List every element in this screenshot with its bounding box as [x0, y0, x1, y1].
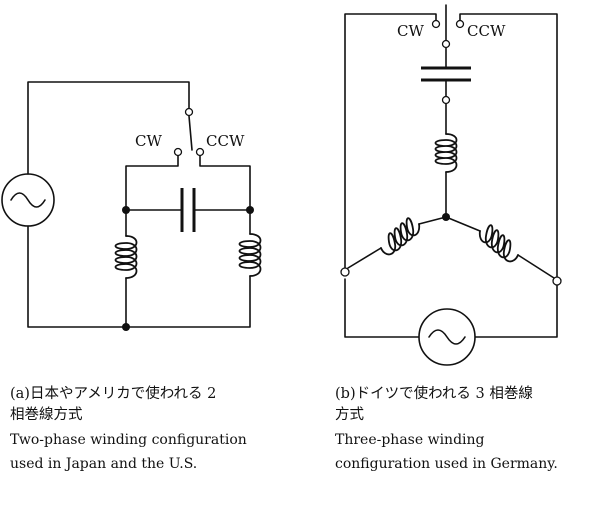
caption-a-jp-line2: 相巻線方式 [10, 407, 83, 424]
caption-a-en-line2: used in Japan and the U.S. [10, 456, 198, 473]
cw-label: CW [135, 132, 162, 150]
two-phase-circuit: CW CCW [1, 81, 262, 331]
winding-coil-left-icon [114, 235, 138, 279]
wire-outer-right [459, 13, 558, 278]
ccw-label: CCW [467, 22, 506, 40]
ac-source-icon [1, 173, 55, 227]
caption-b-en-line2: configuration used in Germany. [335, 456, 558, 473]
wire-ccw-branch [199, 155, 251, 211]
winding-coil-right-icon [238, 233, 262, 277]
caption-b: (b)ドイツで使われる 3 相巻線 方式 Three-phase winding… [335, 384, 597, 475]
wire-source-bottom [27, 225, 127, 328]
ac-source-icon [418, 308, 476, 366]
winding-coil-right-icon [478, 224, 519, 263]
capacitor-icon [180, 188, 196, 232]
winding-coil-left-icon [380, 217, 421, 256]
three-phase-circuit: CW CCW [340, 4, 562, 366]
caption-b-jp-line2: 方式 [335, 407, 364, 424]
caption-a: (a)日本やアメリカで使われる 2 相巻線方式 Two-phase windin… [10, 384, 300, 475]
winding-coil-top-icon [434, 133, 458, 173]
wire-source-top [27, 81, 190, 175]
switch-icon [173, 107, 205, 157]
ccw-label: CCW [206, 132, 245, 150]
caption-a-jp-line1: (a)日本やアメリカで使われる 2 [10, 386, 217, 402]
wire-source-right [474, 284, 558, 338]
wire-cw-branch [125, 155, 179, 211]
caption-b-en-line1: Three-phase winding [335, 432, 485, 449]
wire-source-left [344, 278, 420, 338]
cw-label: CW [397, 22, 424, 40]
junction-dot [122, 323, 130, 331]
caption-b-jp-line1: (b)ドイツで使われる 3 相巻線 [335, 386, 533, 402]
switch-icon [431, 4, 465, 49]
caption-a-en-line1: Two-phase winding configuration [10, 432, 247, 449]
capacitor-icon [421, 66, 471, 82]
wire-outer-left [344, 13, 437, 272]
